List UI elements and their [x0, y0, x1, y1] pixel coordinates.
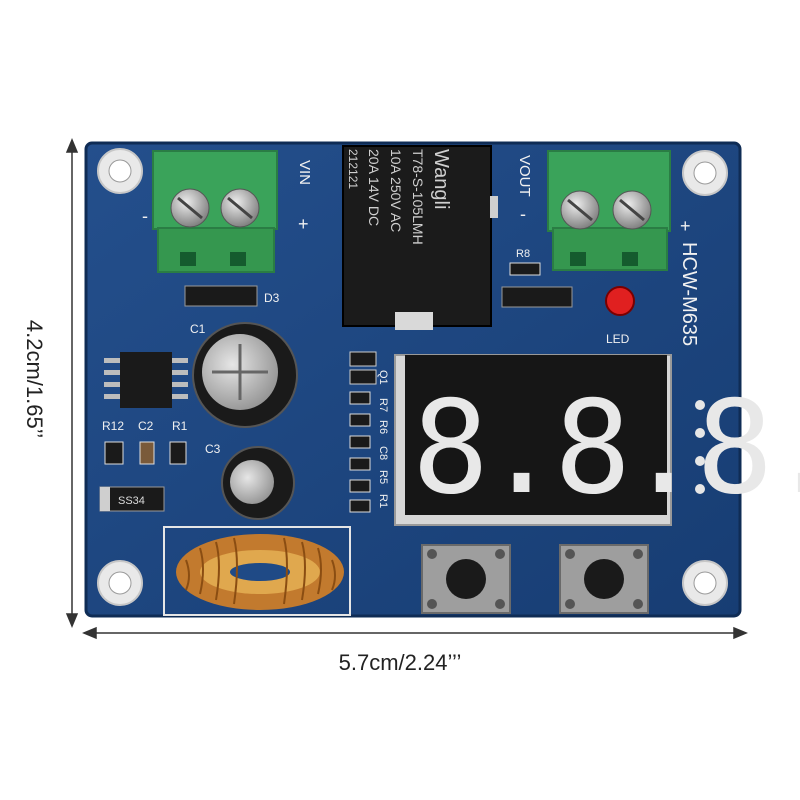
- width-dimension-label: 5.7cm/2.24’’’: [338, 650, 462, 675]
- relay-code: 212121: [346, 149, 360, 189]
- smd-component-column: [349, 351, 377, 513]
- d3-label: D3: [264, 291, 280, 305]
- r1-label: R1: [172, 419, 188, 433]
- vout-minus-label: -: [520, 204, 526, 224]
- smd-diode-right: [501, 286, 573, 308]
- relay-rating-ac: 10A 250V AC: [388, 149, 404, 232]
- resistor-r12: [104, 441, 124, 465]
- mounting-hole-top-right: [682, 150, 728, 196]
- seven-segment-display: [394, 354, 672, 526]
- vin-label: VIN: [296, 160, 313, 185]
- height-dimension-line: [65, 138, 79, 628]
- capacitor-c3: [221, 446, 295, 520]
- mounting-hole-top-left: [97, 148, 143, 194]
- c3-label: C3: [205, 442, 221, 456]
- r1b-label: R1: [377, 494, 389, 508]
- relay-brand: Wangli: [430, 149, 452, 209]
- resistor-r8: [509, 262, 541, 276]
- r7-label: R7: [377, 398, 389, 412]
- height-dimension-label: 4.2cm/1.65’’: [22, 319, 47, 439]
- display-digits: 8.8.8.: [412, 374, 800, 523]
- led-indicator: [605, 286, 635, 316]
- toroid-inductor: [176, 534, 344, 610]
- q1-label: Q1: [377, 370, 389, 385]
- r12-label: R12: [102, 419, 124, 433]
- c1-label: C1: [190, 322, 206, 336]
- resistor-r1: [169, 441, 187, 465]
- relay-model: T78-S-105LMH: [410, 149, 426, 245]
- ic-chip: [104, 352, 188, 408]
- mounting-hole-bottom-right: [682, 560, 728, 606]
- vout-plus-label: +: [680, 216, 691, 236]
- vout-label: VOUT: [516, 155, 533, 197]
- indicator-dots: [695, 400, 705, 494]
- inductor-outline: [163, 526, 351, 616]
- r5-label: R5: [377, 470, 389, 484]
- r6-label: R6: [377, 420, 389, 434]
- board-model-label: HCW-M635: [678, 242, 700, 346]
- c2-label: C2: [138, 419, 154, 433]
- relay-rating-dc: 20A 14V DC: [366, 149, 382, 226]
- ss34-label: SS34: [118, 495, 145, 507]
- output-terminal-block: [547, 150, 671, 271]
- capacitor-c1: [192, 322, 298, 428]
- push-button-left[interactable]: [421, 544, 511, 614]
- diode-ss34: SS34: [99, 486, 165, 512]
- led-label: LED: [606, 332, 630, 346]
- vin-plus-label: +: [298, 214, 309, 234]
- mounting-hole-bottom-left: [97, 560, 143, 606]
- width-dimension-line: [82, 626, 748, 640]
- input-terminal-block: [152, 150, 278, 273]
- c8-label: C8: [377, 446, 389, 460]
- vin-minus-label: -: [142, 206, 148, 226]
- push-button-right[interactable]: [559, 544, 649, 614]
- r8-label: R8: [516, 248, 530, 260]
- diode-d3: [184, 285, 258, 307]
- relay: [342, 145, 498, 330]
- capacitor-c2: [139, 441, 155, 465]
